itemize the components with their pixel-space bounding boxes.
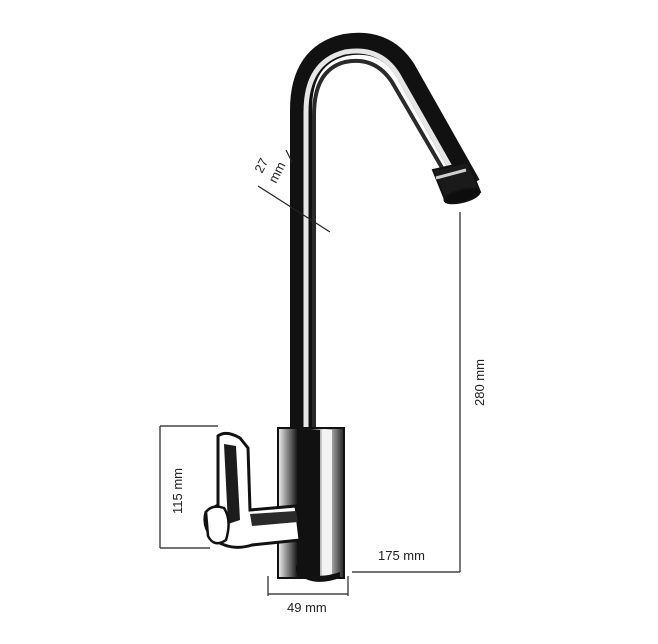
base-ring <box>296 565 340 582</box>
lever-arm-shade <box>250 511 298 526</box>
body-dark-band <box>298 430 320 576</box>
gooseneck-spout <box>290 32 480 430</box>
aerator-outlet <box>443 187 481 205</box>
aerator-ring <box>435 168 467 180</box>
pipe-diameter-line <box>257 185 331 233</box>
gooseneck-shade <box>312 59 457 430</box>
height-label: 280 mm <box>472 359 487 406</box>
handle-height-label: 115 mm <box>170 468 185 514</box>
lever-shade <box>224 444 240 524</box>
dimension-lines <box>159 149 461 596</box>
gooseneck-highlight <box>303 48 465 430</box>
body-highlight-band <box>322 430 332 576</box>
pipe-diameter-label-top: 27 <box>251 156 271 176</box>
faucet <box>203 32 482 582</box>
pipe-diameter-tick <box>285 149 293 163</box>
base-width-label: 49 mm <box>287 600 327 615</box>
dimension-labels: 27 mm 280 mm 115 mm 175 mm 49 mm <box>170 156 487 615</box>
lever-knob <box>204 505 230 545</box>
reach-label: 175 mm <box>378 548 425 563</box>
